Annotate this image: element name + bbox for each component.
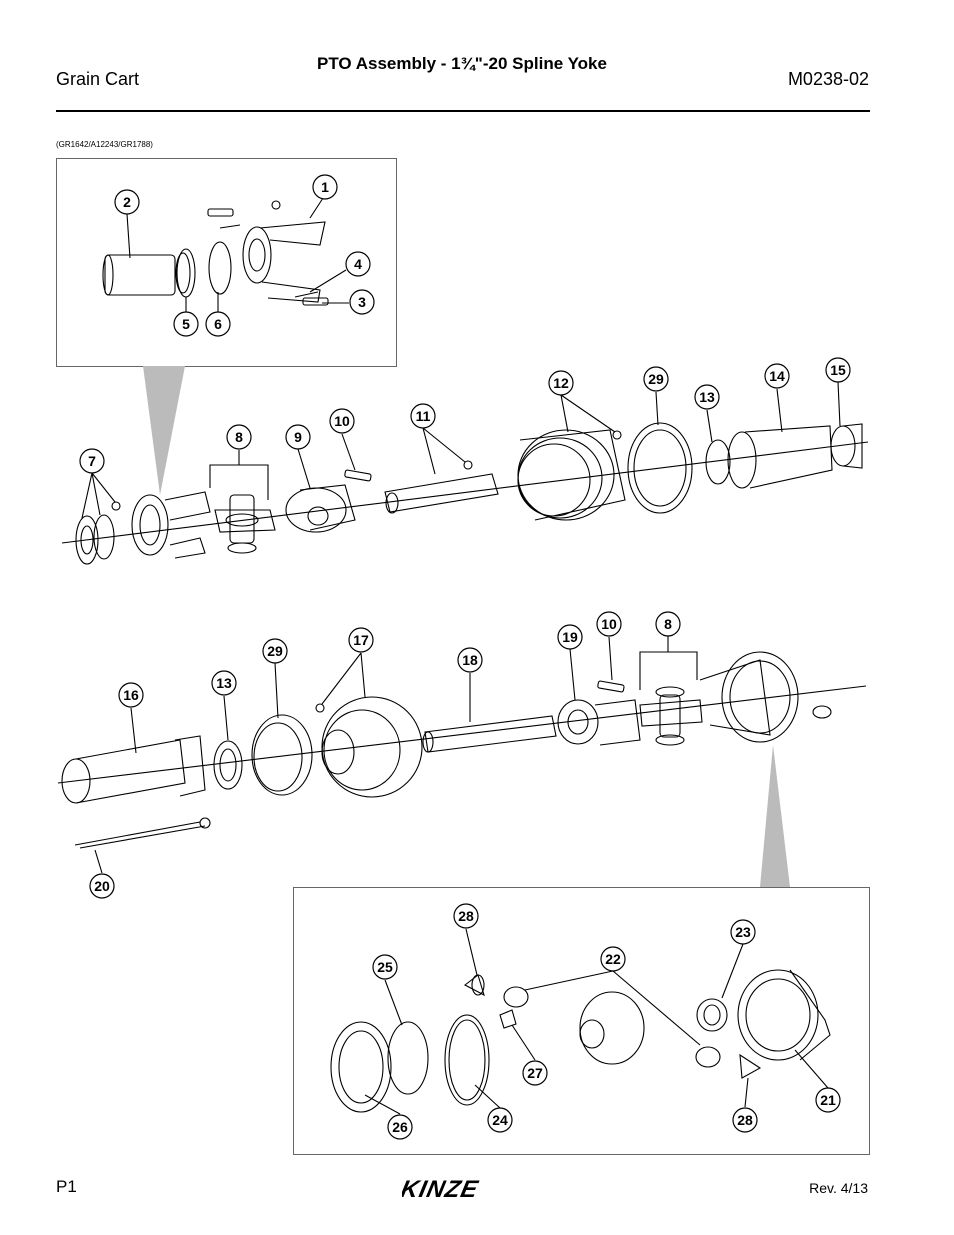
callout-text-4: 4 <box>354 256 362 272</box>
callout-text-8a: 8 <box>235 429 243 445</box>
callout-text-2: 2 <box>123 194 131 210</box>
callout-29a: 29 <box>643 366 669 392</box>
callout-text-9: 9 <box>294 429 302 445</box>
callout-text-29b: 29 <box>267 643 283 659</box>
callout-7: 7 <box>79 448 105 474</box>
kinze-logo: KINZE <box>402 1176 481 1202</box>
detail-pointer-bottom <box>760 745 790 887</box>
callout-21: 21 <box>815 1087 841 1113</box>
detail-box-bottom <box>293 887 870 1155</box>
callout-text-1: 1 <box>321 179 329 195</box>
callout-18: 18 <box>457 647 483 673</box>
callout-text-13b: 13 <box>216 675 232 691</box>
callout-text-29a: 29 <box>648 371 664 387</box>
callout-text-11: 11 <box>416 408 431 424</box>
yoke-detail-group <box>102 200 329 306</box>
callout-4: 4 <box>345 251 371 277</box>
callout-text-20: 20 <box>94 878 110 894</box>
callout-28b: 28 <box>732 1107 758 1133</box>
callout-text-19: 19 <box>562 629 578 645</box>
callout-11: 11 <box>410 403 436 429</box>
callout-22: 22 <box>600 946 626 972</box>
callout-25: 25 <box>372 954 398 980</box>
callout-28a: 28 <box>453 903 479 929</box>
callout-10b: 10 <box>596 611 622 637</box>
callout-8a: 8 <box>226 424 252 450</box>
callout-13b: 13 <box>211 670 237 696</box>
callout-26: 26 <box>387 1114 413 1140</box>
callout-text-10b: 10 <box>601 616 617 632</box>
detail-pointer-top <box>143 366 185 495</box>
callout-8b: 8 <box>655 611 681 637</box>
callout-24: 24 <box>487 1107 513 1133</box>
callout-text-23: 23 <box>735 924 751 940</box>
callout-text-18: 18 <box>462 652 478 668</box>
callout-16: 16 <box>118 682 144 708</box>
revision-date: Rev. 4/13 <box>809 1180 868 1196</box>
callout-20: 20 <box>89 873 115 899</box>
callout-3: 3 <box>349 289 375 315</box>
callout-12: 12 <box>548 370 574 396</box>
top-shaft-parts <box>75 422 863 565</box>
callout-text-7: 7 <box>88 453 96 469</box>
reference-codes: (GR1642/A12243/GR1788) <box>56 140 153 149</box>
callout-text-28b: 28 <box>737 1112 753 1128</box>
page-number: P1 <box>56 1177 77 1196</box>
bottom-shaft-parts <box>61 651 832 849</box>
callout-17: 17 <box>348 627 374 653</box>
page-title: PTO Assembly - 1¾"-20 Spline Yoke <box>317 54 607 73</box>
callout-text-24: 24 <box>492 1112 508 1128</box>
callout-text-25: 25 <box>377 959 393 975</box>
callout-text-28a: 28 <box>458 908 474 924</box>
callout-text-15: 15 <box>830 362 846 378</box>
callout-27: 27 <box>522 1060 548 1086</box>
leader-lines <box>81 194 841 1115</box>
logo-text: KINZE <box>402 1176 481 1202</box>
callout-1: 1 <box>312 174 338 200</box>
header-rule <box>56 110 870 112</box>
document-number: M0238-02 <box>787 69 869 89</box>
callout-labels: 1 2 3 4 5 6 7 8 9 10 11 12 29 13 14 15 1… <box>79 174 851 1140</box>
callout-29b: 29 <box>262 638 288 664</box>
cv-detail-group <box>330 969 831 1113</box>
callout-6: 6 <box>205 311 231 337</box>
top-centerline <box>61 441 869 544</box>
callout-15: 15 <box>825 357 851 383</box>
callout-13a: 13 <box>694 384 720 410</box>
callout-text-22: 22 <box>605 951 621 967</box>
callout-text-26: 26 <box>392 1119 408 1135</box>
callout-text-16: 16 <box>123 687 139 703</box>
callout-text-10a: 10 <box>334 413 350 429</box>
callout-text-8b: 8 <box>664 616 672 632</box>
callout-text-17: 17 <box>353 632 369 648</box>
header-left: Grain Cart <box>56 69 140 89</box>
callout-text-13a: 13 <box>699 389 715 405</box>
callout-text-12: 12 <box>553 375 569 391</box>
callout-2: 2 <box>114 189 140 215</box>
callout-text-6: 6 <box>214 316 222 332</box>
callout-23: 23 <box>730 919 756 945</box>
callout-text-21: 21 <box>820 1092 836 1108</box>
callout-text-27: 27 <box>527 1065 543 1081</box>
bottom-centerline <box>57 685 867 784</box>
callout-text-14: 14 <box>769 368 785 384</box>
callout-5: 5 <box>173 311 199 337</box>
callout-10a: 10 <box>329 408 355 434</box>
callout-text-3: 3 <box>358 294 366 310</box>
callout-9: 9 <box>285 424 311 450</box>
callout-19: 19 <box>557 624 583 650</box>
callout-text-5: 5 <box>182 316 190 332</box>
callout-14: 14 <box>764 363 790 389</box>
